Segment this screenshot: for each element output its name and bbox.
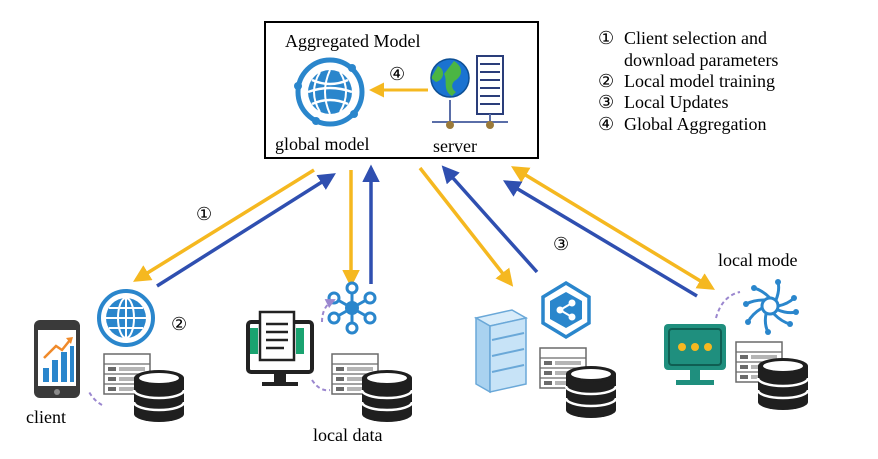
local-mode-label: local mode — [718, 250, 797, 270]
training-link — [321, 299, 336, 323]
global-model-label: global model — [275, 134, 369, 154]
communication-arrows — [133, 164, 715, 298]
globe-grid-icon — [97, 289, 155, 347]
legend: ① Client selection and download paramete… — [598, 28, 778, 134]
database-icon — [132, 368, 186, 424]
network-node-icon — [327, 281, 377, 335]
server-rack-icon — [432, 55, 508, 129]
step-4-marker: ④ — [389, 64, 405, 84]
smartphone-chart-icon — [34, 320, 80, 398]
download-arrow-terminal — [511, 166, 715, 290]
local-data-label: local data — [313, 425, 382, 445]
monitor-chat-icon — [664, 324, 726, 385]
database-icon — [360, 368, 414, 424]
globe-network-icon — [294, 57, 365, 127]
server-box: Aggregated Model global model ④ — [264, 21, 539, 159]
legend-marker-4: ④ — [598, 114, 614, 134]
neural-burst-icon — [743, 279, 799, 335]
legend-marker-1: ① — [598, 28, 614, 48]
training-link — [715, 291, 741, 319]
upload-arrow-client — [156, 173, 336, 288]
monitor-document-icon — [246, 310, 314, 386]
step-3-marker: ③ — [553, 234, 569, 254]
storage-group — [473, 280, 618, 420]
legend-text-2: Local model training — [624, 71, 775, 91]
training-link — [87, 389, 103, 406]
legend-text-4: Global Aggregation — [624, 114, 766, 134]
step-2-marker: ② — [171, 314, 187, 334]
server-tower-icon — [473, 309, 529, 394]
share-hexagon-icon — [541, 280, 591, 340]
step-1-marker: ① — [196, 204, 212, 224]
globe-icon — [430, 58, 470, 98]
server-label: server — [433, 136, 477, 156]
database-icon — [756, 356, 810, 412]
client-label: client — [26, 407, 66, 427]
legend-text-1: Client selection and — [624, 28, 767, 48]
client-group: client — [26, 289, 186, 427]
download-arrow-client — [133, 168, 315, 282]
terminal-group: local mode — [664, 250, 810, 412]
local-data-group: local data — [246, 281, 414, 445]
legend-text-1b: download parameters — [624, 50, 778, 70]
legend-marker-2: ② — [598, 71, 614, 91]
download-arrow-storage — [418, 166, 514, 287]
server-box-title: Aggregated Model — [285, 31, 420, 51]
legend-marker-3: ③ — [598, 92, 614, 112]
legend-text-3: Local Updates — [624, 92, 728, 112]
training-link — [311, 379, 331, 392]
database-icon — [564, 364, 618, 420]
upload-arrow-terminal — [502, 180, 698, 298]
